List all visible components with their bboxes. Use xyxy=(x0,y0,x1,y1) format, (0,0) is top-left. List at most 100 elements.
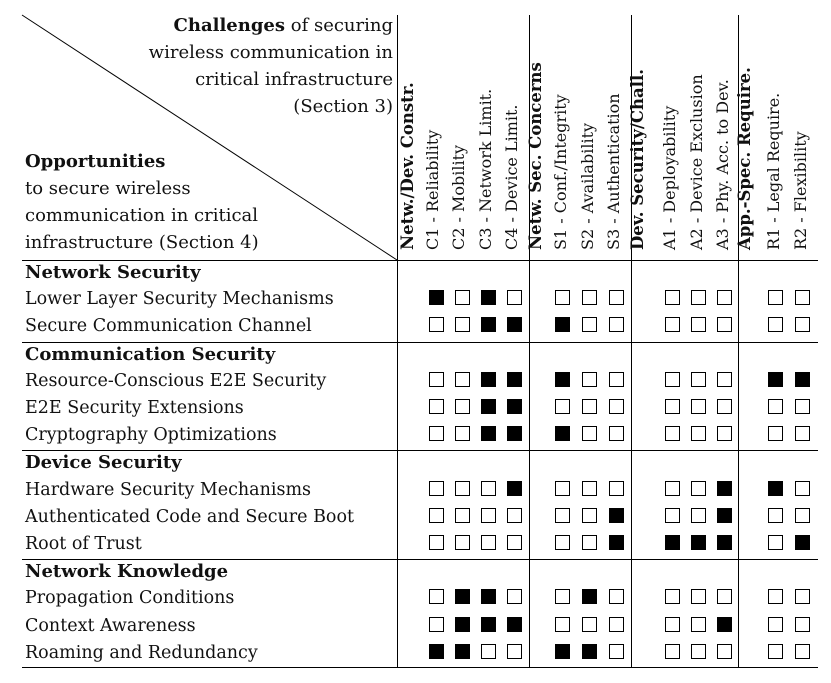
filled-cell xyxy=(429,290,444,305)
column-label: R2 - Flexibility xyxy=(791,131,810,250)
filled-cell xyxy=(507,317,522,332)
column-label: A1 - Deployability xyxy=(660,105,679,250)
filled-cell xyxy=(555,426,570,441)
empty-cell xyxy=(429,535,444,550)
empty-cell xyxy=(665,589,680,604)
empty-cell xyxy=(582,617,597,632)
empty-cell xyxy=(481,508,496,523)
empty-cell xyxy=(429,317,444,332)
empty-cell xyxy=(507,290,522,305)
challenges-line-2: wireless communication in xyxy=(148,42,393,63)
empty-cell xyxy=(691,617,706,632)
empty-cell xyxy=(455,317,470,332)
empty-cell xyxy=(507,508,522,523)
row-group-label: Device Security xyxy=(25,452,182,473)
column-group-separator xyxy=(397,15,398,667)
filled-cell xyxy=(665,535,680,550)
filled-cell xyxy=(555,317,570,332)
filled-cell xyxy=(768,372,783,387)
empty-cell xyxy=(582,481,597,496)
filled-cell xyxy=(795,372,810,387)
column-label: C2 - Mobility xyxy=(449,144,468,250)
challenges-line-1: Challenges of securing xyxy=(173,15,393,36)
row-label: Lower Layer Security Mechanisms xyxy=(25,289,334,309)
empty-cell xyxy=(768,589,783,604)
filled-cell xyxy=(507,426,522,441)
challenges-title: Challenges xyxy=(173,15,286,36)
column-group-separator xyxy=(738,15,739,667)
empty-cell xyxy=(455,399,470,414)
row-group-label: Communication Security xyxy=(25,344,276,365)
empty-cell xyxy=(795,589,810,604)
column-label: R1 - Legal Require. xyxy=(764,92,783,250)
empty-cell xyxy=(768,399,783,414)
empty-cell xyxy=(507,644,522,659)
empty-cell xyxy=(609,589,624,604)
row-label: Propagation Conditions xyxy=(25,588,235,608)
filled-cell xyxy=(768,481,783,496)
empty-cell xyxy=(507,589,522,604)
empty-cell xyxy=(691,481,706,496)
column-label: C3 - Network Limit. xyxy=(476,88,495,250)
empty-cell xyxy=(795,426,810,441)
empty-cell xyxy=(429,481,444,496)
empty-cell xyxy=(665,617,680,632)
column-label: S1 - Conf./Integrity xyxy=(551,94,570,250)
empty-cell xyxy=(429,426,444,441)
empty-cell xyxy=(429,589,444,604)
empty-cell xyxy=(768,426,783,441)
table-bottom-rule xyxy=(22,667,818,668)
column-group-separator xyxy=(529,15,530,667)
column-label: C1 - Reliability xyxy=(423,129,442,250)
empty-cell xyxy=(429,617,444,632)
filled-cell xyxy=(507,399,522,414)
filled-cell xyxy=(455,617,470,632)
empty-cell xyxy=(717,372,732,387)
empty-cell xyxy=(665,290,680,305)
column-group-label: App.-Spec. Require. xyxy=(735,67,754,250)
filled-cell xyxy=(481,399,496,414)
row-group-separator xyxy=(22,450,818,451)
empty-cell xyxy=(768,508,783,523)
row-label: Resource-Conscious E2E Security xyxy=(25,371,327,391)
filled-cell xyxy=(555,644,570,659)
filled-cell xyxy=(481,290,496,305)
filled-cell xyxy=(481,372,496,387)
row-label: Hardware Security Mechanisms xyxy=(25,480,312,500)
row-label: Root of Trust xyxy=(25,534,142,554)
empty-cell xyxy=(665,317,680,332)
row-label: Secure Communication Channel xyxy=(25,316,312,336)
empty-cell xyxy=(555,535,570,550)
filled-cell xyxy=(609,535,624,550)
opportunities-line-3: infrastructure (Section 4) xyxy=(25,232,259,253)
empty-cell xyxy=(691,426,706,441)
empty-cell xyxy=(429,399,444,414)
filled-cell xyxy=(507,372,522,387)
filled-cell xyxy=(481,589,496,604)
empty-cell xyxy=(717,426,732,441)
empty-cell xyxy=(455,426,470,441)
empty-cell xyxy=(582,372,597,387)
empty-cell xyxy=(691,372,706,387)
empty-cell xyxy=(609,399,624,414)
empty-cell xyxy=(768,535,783,550)
filled-cell xyxy=(455,589,470,604)
empty-cell xyxy=(665,372,680,387)
empty-cell xyxy=(795,399,810,414)
empty-cell xyxy=(455,290,470,305)
empty-cell xyxy=(691,399,706,414)
challenges-line-3: critical infrastructure xyxy=(195,69,393,90)
empty-cell xyxy=(665,399,680,414)
empty-cell xyxy=(582,535,597,550)
empty-cell xyxy=(555,399,570,414)
empty-cell xyxy=(609,644,624,659)
empty-cell xyxy=(609,290,624,305)
filled-cell xyxy=(481,317,496,332)
filled-cell xyxy=(717,535,732,550)
empty-cell xyxy=(609,617,624,632)
column-group-label: Netw./Dev. Constr. xyxy=(398,82,417,250)
column-label: A3 - Phy. Acc. to Dev. xyxy=(713,79,732,250)
empty-cell xyxy=(429,508,444,523)
empty-cell xyxy=(795,508,810,523)
